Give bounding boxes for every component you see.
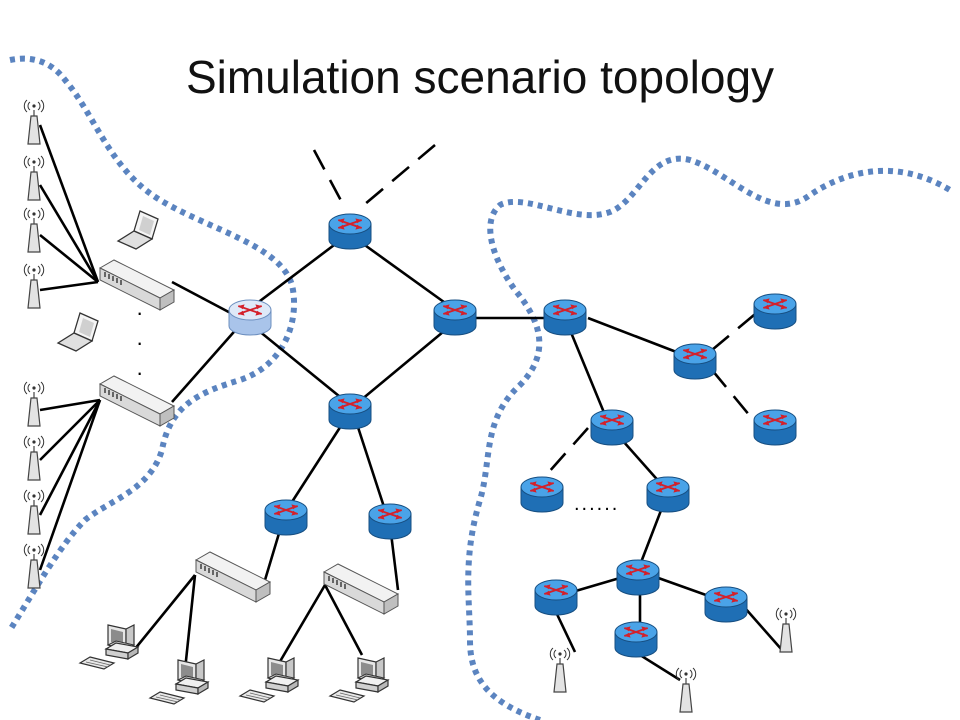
svg-text:·: · bbox=[136, 360, 143, 385]
router-icon bbox=[705, 587, 747, 622]
wireless-antenna-icon bbox=[23, 155, 45, 201]
router-icon bbox=[754, 410, 796, 445]
desktop-computer-icon bbox=[239, 657, 299, 703]
wireless-antenna-icon bbox=[675, 667, 697, 713]
wireless-antenna-icon bbox=[23, 381, 45, 427]
laptop-icon bbox=[117, 210, 159, 250]
wireless-antenna-icon bbox=[549, 647, 571, 693]
desktop-computer-icon bbox=[149, 659, 209, 705]
left-domain-boundary bbox=[7, 55, 298, 632]
wireless-antenna-icon bbox=[23, 99, 45, 145]
router-icon bbox=[535, 580, 577, 615]
laptop-icon bbox=[57, 312, 99, 352]
right-domain-boundary bbox=[465, 155, 952, 720]
gateway-router-icon bbox=[229, 300, 271, 335]
router-icon bbox=[674, 344, 716, 379]
router-icon bbox=[591, 410, 633, 445]
router-icon bbox=[265, 500, 307, 535]
desktop-computer-icon bbox=[79, 624, 139, 670]
horizontal-ellipsis: ...... bbox=[574, 493, 619, 515]
wireless-antenna-icon bbox=[23, 263, 45, 309]
dashed-links bbox=[312, 144, 762, 483]
router-icon bbox=[615, 622, 657, 657]
svg-text:·: · bbox=[136, 330, 143, 355]
router-icon bbox=[521, 477, 563, 512]
router-icon bbox=[544, 300, 586, 335]
router-icon bbox=[329, 394, 371, 429]
router-icon bbox=[647, 477, 689, 512]
router-icon bbox=[754, 294, 796, 329]
vertical-ellipsis: · · · bbox=[136, 300, 143, 385]
svg-text:·: · bbox=[136, 300, 143, 325]
wireless-antenna-icon bbox=[23, 207, 45, 253]
desktop-computer-icon bbox=[329, 657, 389, 703]
switch-icon bbox=[195, 551, 271, 603]
router-icon bbox=[617, 560, 659, 595]
slide-title: Simulation scenario topology bbox=[185, 51, 775, 103]
router-icon bbox=[329, 214, 371, 249]
router-icon bbox=[434, 300, 476, 335]
router-icon bbox=[369, 504, 411, 539]
